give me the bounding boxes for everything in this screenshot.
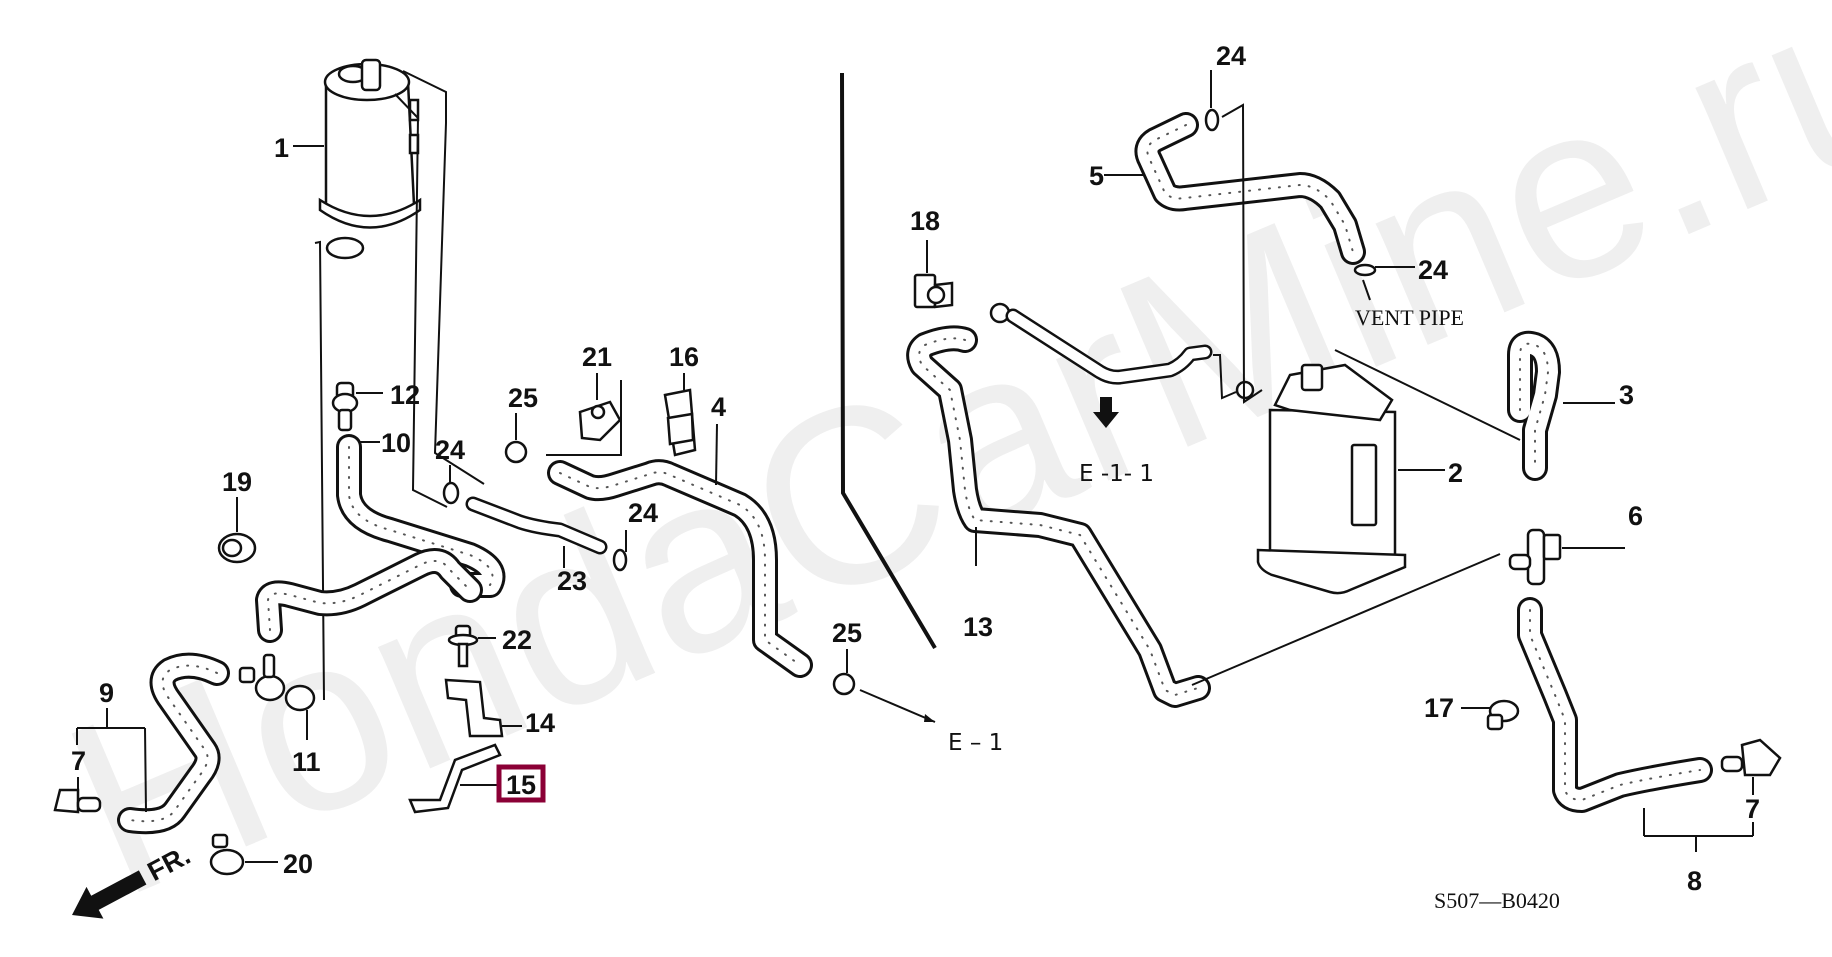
callout-24-left[interactable]: 24 (435, 435, 465, 465)
callout-17[interactable]: 17 (1424, 693, 1454, 723)
callout-18[interactable]: 18 (910, 206, 940, 236)
callout-24-top[interactable]: 24 (1216, 41, 1246, 71)
part-24-clip[interactable] (612, 548, 628, 572)
callout-11[interactable]: 11 (292, 747, 321, 777)
reference-e11[interactable]: E -1- 1 (1079, 461, 1154, 487)
part-24-clip[interactable] (1204, 108, 1220, 132)
part-3-hose[interactable] (1507, 330, 1561, 481)
callout-16[interactable]: 16 (669, 342, 699, 372)
arrow-head (924, 714, 935, 722)
arrow-left-icon (72, 870, 147, 919)
bracket-9 (76, 708, 147, 813)
leader-4 (715, 423, 718, 486)
guide-line (402, 70, 485, 485)
part-clamp-small[interactable] (1235, 380, 1255, 400)
part-8-hose[interactable] (1517, 597, 1713, 813)
callout-24-mid[interactable]: 24 (628, 498, 658, 528)
arrow-down-icon (1093, 397, 1119, 428)
callout-24-right[interactable]: 24 (1418, 255, 1448, 285)
part-12-valve[interactable] (331, 381, 359, 432)
part-22-bolt[interactable] (447, 624, 479, 668)
guide-line (394, 93, 448, 508)
part-20-clamp[interactable] (209, 833, 245, 876)
bracket-8 (1643, 808, 1754, 852)
callout-10[interactable]: 10 (381, 428, 411, 458)
callout-1[interactable]: 1 (274, 133, 289, 163)
hose-middle[interactable] (255, 548, 483, 643)
part-14-bracket[interactable] (444, 678, 504, 738)
callout-7-left[interactable]: 7 (71, 746, 86, 776)
reference-e1[interactable]: E – 1 (948, 730, 1003, 756)
part-25-clamp[interactable] (504, 440, 528, 464)
diagram-code: S507—B0420 (1434, 888, 1560, 913)
guide-line (1213, 354, 1237, 400)
part-6-joint[interactable] (1508, 528, 1562, 586)
part-11-joint[interactable] (238, 653, 316, 712)
part-25-clamp[interactable] (832, 672, 856, 696)
callout-20[interactable]: 20 (283, 849, 313, 879)
vent-pipe-label: VENT PIPE (1355, 305, 1464, 330)
section-divider (840, 72, 937, 650)
part-5-hose[interactable] (1134, 112, 1366, 265)
guide-line (546, 380, 622, 456)
callout-21[interactable]: 21 (582, 342, 612, 372)
part-19-clamp[interactable] (217, 532, 257, 564)
part-10-hose[interactable] (336, 434, 506, 598)
part-15-bracket[interactable] (408, 743, 502, 814)
part-1-canister[interactable] (318, 58, 422, 260)
callout-labels: 1 2 3 4 5 6 7 7 8 9 10 11 12 13 14 15 16… (71, 41, 1760, 896)
guide-line (314, 240, 325, 701)
part-24-clip[interactable] (442, 481, 460, 505)
callout-19[interactable]: 19 (222, 467, 252, 497)
part-23-hose[interactable] (465, 496, 608, 555)
callout-2[interactable]: 2 (1448, 458, 1463, 488)
guide-line (1334, 349, 1521, 441)
guide-line (1221, 103, 1263, 404)
vent-arrow (1362, 279, 1371, 301)
callout-23[interactable]: 23 (557, 566, 587, 596)
callout-9[interactable]: 9 (99, 678, 114, 708)
callout-7-right[interactable]: 7 (1745, 794, 1760, 824)
callout-14[interactable]: 14 (525, 708, 555, 738)
highlight-box-15[interactable] (496, 764, 546, 803)
callout-12[interactable]: 12 (390, 380, 420, 410)
callout-25-right[interactable]: 25 (832, 618, 862, 648)
part-21-holder[interactable] (578, 400, 622, 442)
part-24-clip[interactable] (1353, 263, 1377, 277)
part-2-canister[interactable] (1256, 363, 1407, 595)
part-9-hose[interactable] (117, 652, 230, 835)
callout-6[interactable]: 6 (1628, 501, 1643, 531)
callout-22[interactable]: 22 (502, 625, 532, 655)
part-17-clamp[interactable] (1486, 699, 1520, 731)
thin-pipe[interactable] (1005, 308, 1213, 385)
callout-8[interactable]: 8 (1687, 866, 1702, 896)
part-13-hose[interactable] (906, 325, 1211, 708)
part-18-holder[interactable] (913, 273, 954, 309)
callout-13[interactable]: 13 (963, 612, 993, 642)
callout-4[interactable]: 4 (711, 392, 726, 422)
callout-5[interactable]: 5 (1089, 161, 1104, 191)
callout-25-left[interactable]: 25 (508, 383, 538, 413)
part-7-fitting[interactable] (1720, 738, 1782, 777)
callout-3[interactable]: 3 (1619, 380, 1634, 410)
part-4-hose[interactable] (547, 459, 813, 678)
callout-15[interactable]: 15 (506, 770, 536, 800)
arrow-e1 (859, 689, 936, 723)
guide-line (1191, 553, 1501, 686)
part-16-clip[interactable] (663, 388, 697, 457)
